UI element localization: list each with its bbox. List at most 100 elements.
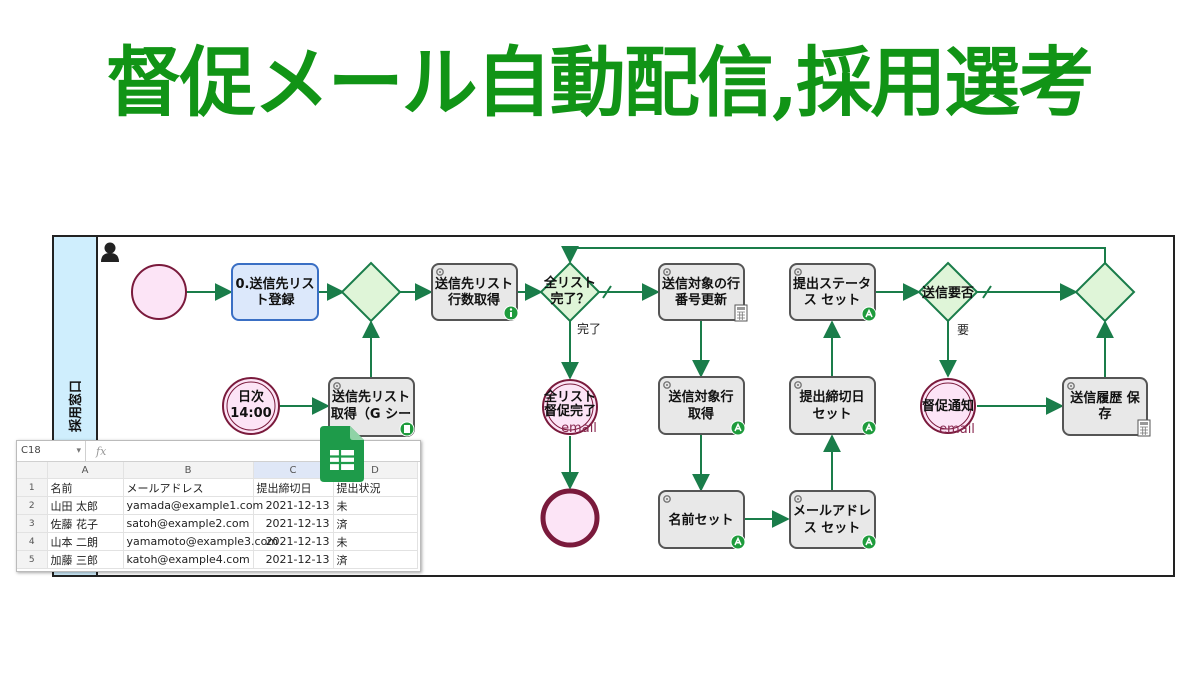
gw-all-label-2: 完了？ [550, 291, 589, 307]
lane-label: 採用窓口 [68, 380, 84, 432]
task-register-list[interactable]: 0.送信先リス ト登録 [231, 263, 319, 321]
task-save-history[interactable]: 送信履歴 保 存 [1062, 377, 1151, 437]
automation-icon [861, 534, 877, 550]
message-end-event[interactable]: 全リスト 督促完了 email [542, 379, 598, 436]
table-row: 3 佐藤 花子 satoh@example2.com 2021-12-13 済 [17, 514, 418, 533]
cell[interactable]: 2021-12-13 [253, 532, 334, 551]
sheets-icon [320, 426, 364, 482]
task-row-label-1: 送信対象の行 [661, 276, 740, 292]
gateway-merge-1[interactable] [340, 261, 402, 323]
gateway-send-need[interactable]: 送信要否 [917, 261, 979, 323]
task-get-target-row[interactable]: 送信対象行 取得 [658, 376, 746, 436]
task-count-rows[interactable]: 送信先リスト 行数取得 [431, 263, 519, 321]
cell[interactable]: satoh@example2.com [123, 514, 254, 533]
cell[interactable]: 2021-12-13 [253, 496, 334, 515]
task-count-label-2: 行数取得 [447, 292, 500, 308]
start-event[interactable] [131, 264, 187, 320]
flow-label-need: 要 [957, 323, 969, 337]
task-set-email[interactable]: メールアドレ ス セット [789, 490, 877, 550]
flow-label-done: 完了 [577, 321, 601, 336]
corner-cell [17, 462, 48, 479]
table-row: 2 山田 太郎 yamada@example1.com 2021-12-13 未 [17, 496, 418, 515]
task-get-list[interactable]: 送信先リスト 取得（G シー [328, 377, 415, 437]
default-mark [602, 285, 612, 299]
cell[interactable]: 済 [333, 550, 418, 569]
cell[interactable]: 提出状況 [333, 478, 418, 497]
task-row-label-2: 番号更新 [674, 292, 727, 308]
timer-label-2: 14:00 [230, 406, 271, 421]
task-status-label-1: 提出ステータ [793, 276, 871, 292]
default-mark [982, 285, 992, 299]
task-history-label-1: 送信履歴 保 [1069, 390, 1141, 406]
cell[interactable]: katoh@example4.com [123, 550, 254, 569]
task-deadline-label-1: 提出締切日 [799, 389, 864, 405]
row-number[interactable]: 4 [17, 532, 48, 551]
fx-icon: fx [96, 444, 107, 458]
task-get-label-2: 取得（G シー [331, 406, 411, 422]
gw-all-label-1: 全リスト [543, 275, 596, 291]
cell[interactable]: 未 [333, 496, 418, 515]
row-number[interactable]: 3 [17, 514, 48, 533]
column-header[interactable]: A [47, 462, 124, 479]
cell[interactable]: 未 [333, 532, 418, 551]
column-header[interactable]: B [123, 462, 254, 479]
user-icon [101, 242, 119, 262]
task-email-label-2: ス セット [804, 521, 861, 536]
cell[interactable]: 済 [333, 514, 418, 533]
task-get-label-1: 送信先リスト [331, 389, 410, 405]
table-row: 4 山本 二朗 yamamoto@example3.com 2021-12-13… [17, 532, 418, 551]
gw-send-label: 送信要否 [921, 285, 974, 301]
task-target-label-2: 取得 [688, 406, 714, 422]
task-set-status[interactable]: 提出ステータ ス セット [789, 263, 877, 322]
cell[interactable]: 名前 [47, 478, 124, 497]
calculator-icon [1137, 419, 1151, 437]
gateway-merge-2[interactable] [1074, 261, 1136, 323]
end-msg-label-3: email [561, 421, 597, 436]
automation-icon [730, 420, 746, 436]
task-email-label-1: メールアドレ [793, 504, 871, 519]
page-title: 督促メール自動配信,採用選考 [105, 38, 1094, 127]
cell[interactable]: メールアドレス [123, 478, 254, 497]
task-name-label: 名前セット [668, 512, 733, 528]
task-count-label-1: 送信先リスト [434, 276, 513, 292]
cell[interactable]: yamamoto@example3.com [123, 532, 278, 551]
flow-loop-back [561, 245, 1106, 264]
cell[interactable]: 山田 太郎 [47, 496, 124, 515]
cell[interactable]: 佐藤 花子 [47, 514, 124, 533]
task-update-row-number[interactable]: 送信対象の行 番号更新 [658, 263, 748, 322]
timer-start-event[interactable]: 日次 14:00 [222, 377, 280, 435]
cell[interactable]: 山本 二朗 [47, 532, 124, 551]
cell[interactable]: yamada@example1.com [123, 496, 263, 515]
task-history-label-2: 存 [1098, 406, 1111, 422]
timer-label-1: 日次 [238, 389, 264, 405]
end-msg-label-1: 全リスト [543, 389, 596, 405]
cell[interactable]: 2021-12-13 [253, 514, 334, 533]
cell[interactable]: 加藤 三郎 [47, 550, 124, 569]
gateway-all-done[interactable]: 全リスト 完了？ [539, 261, 601, 323]
automation-icon [730, 534, 746, 550]
notify-label-2: email [939, 422, 975, 437]
task-set-deadline[interactable]: 提出締切日 セット [789, 376, 877, 436]
cell-reference[interactable]: C18 [17, 441, 86, 461]
cell[interactable]: 提出締切日 [253, 478, 334, 497]
automation-icon [861, 306, 877, 322]
table-row: 1 名前 メールアドレス 提出締切日 提出状況 [17, 478, 418, 497]
spreadsheet-preview: C18 fx A B C D 1 名前 メールアドレス 提出締切日 提出状況 2… [16, 440, 421, 572]
sheet-grid: A B C D 1 名前 メールアドレス 提出締切日 提出状況 2 山田 太郎 … [17, 462, 418, 569]
task-status-label-2: ス セット [804, 293, 861, 308]
row-number[interactable]: 5 [17, 550, 48, 569]
row-number[interactable]: 2 [17, 496, 48, 515]
notify-message-event[interactable]: 督促通知 email [920, 378, 976, 437]
end-msg-label-2: 督促完了 [544, 403, 596, 419]
table-row: 5 加藤 三郎 katoh@example4.com 2021-12-13 済 [17, 550, 418, 569]
formula-bar: C18 fx [17, 441, 420, 462]
automation-icon [861, 420, 877, 436]
cell[interactable]: 2021-12-13 [253, 550, 334, 569]
task-set-name[interactable]: 名前セット [658, 490, 746, 550]
task-target-label-1: 送信対象行 [667, 389, 733, 405]
task-deadline-label-2: セット [812, 407, 851, 422]
info-icon [503, 305, 519, 321]
row-number[interactable]: 1 [17, 478, 48, 497]
end-event[interactable] [540, 488, 600, 548]
